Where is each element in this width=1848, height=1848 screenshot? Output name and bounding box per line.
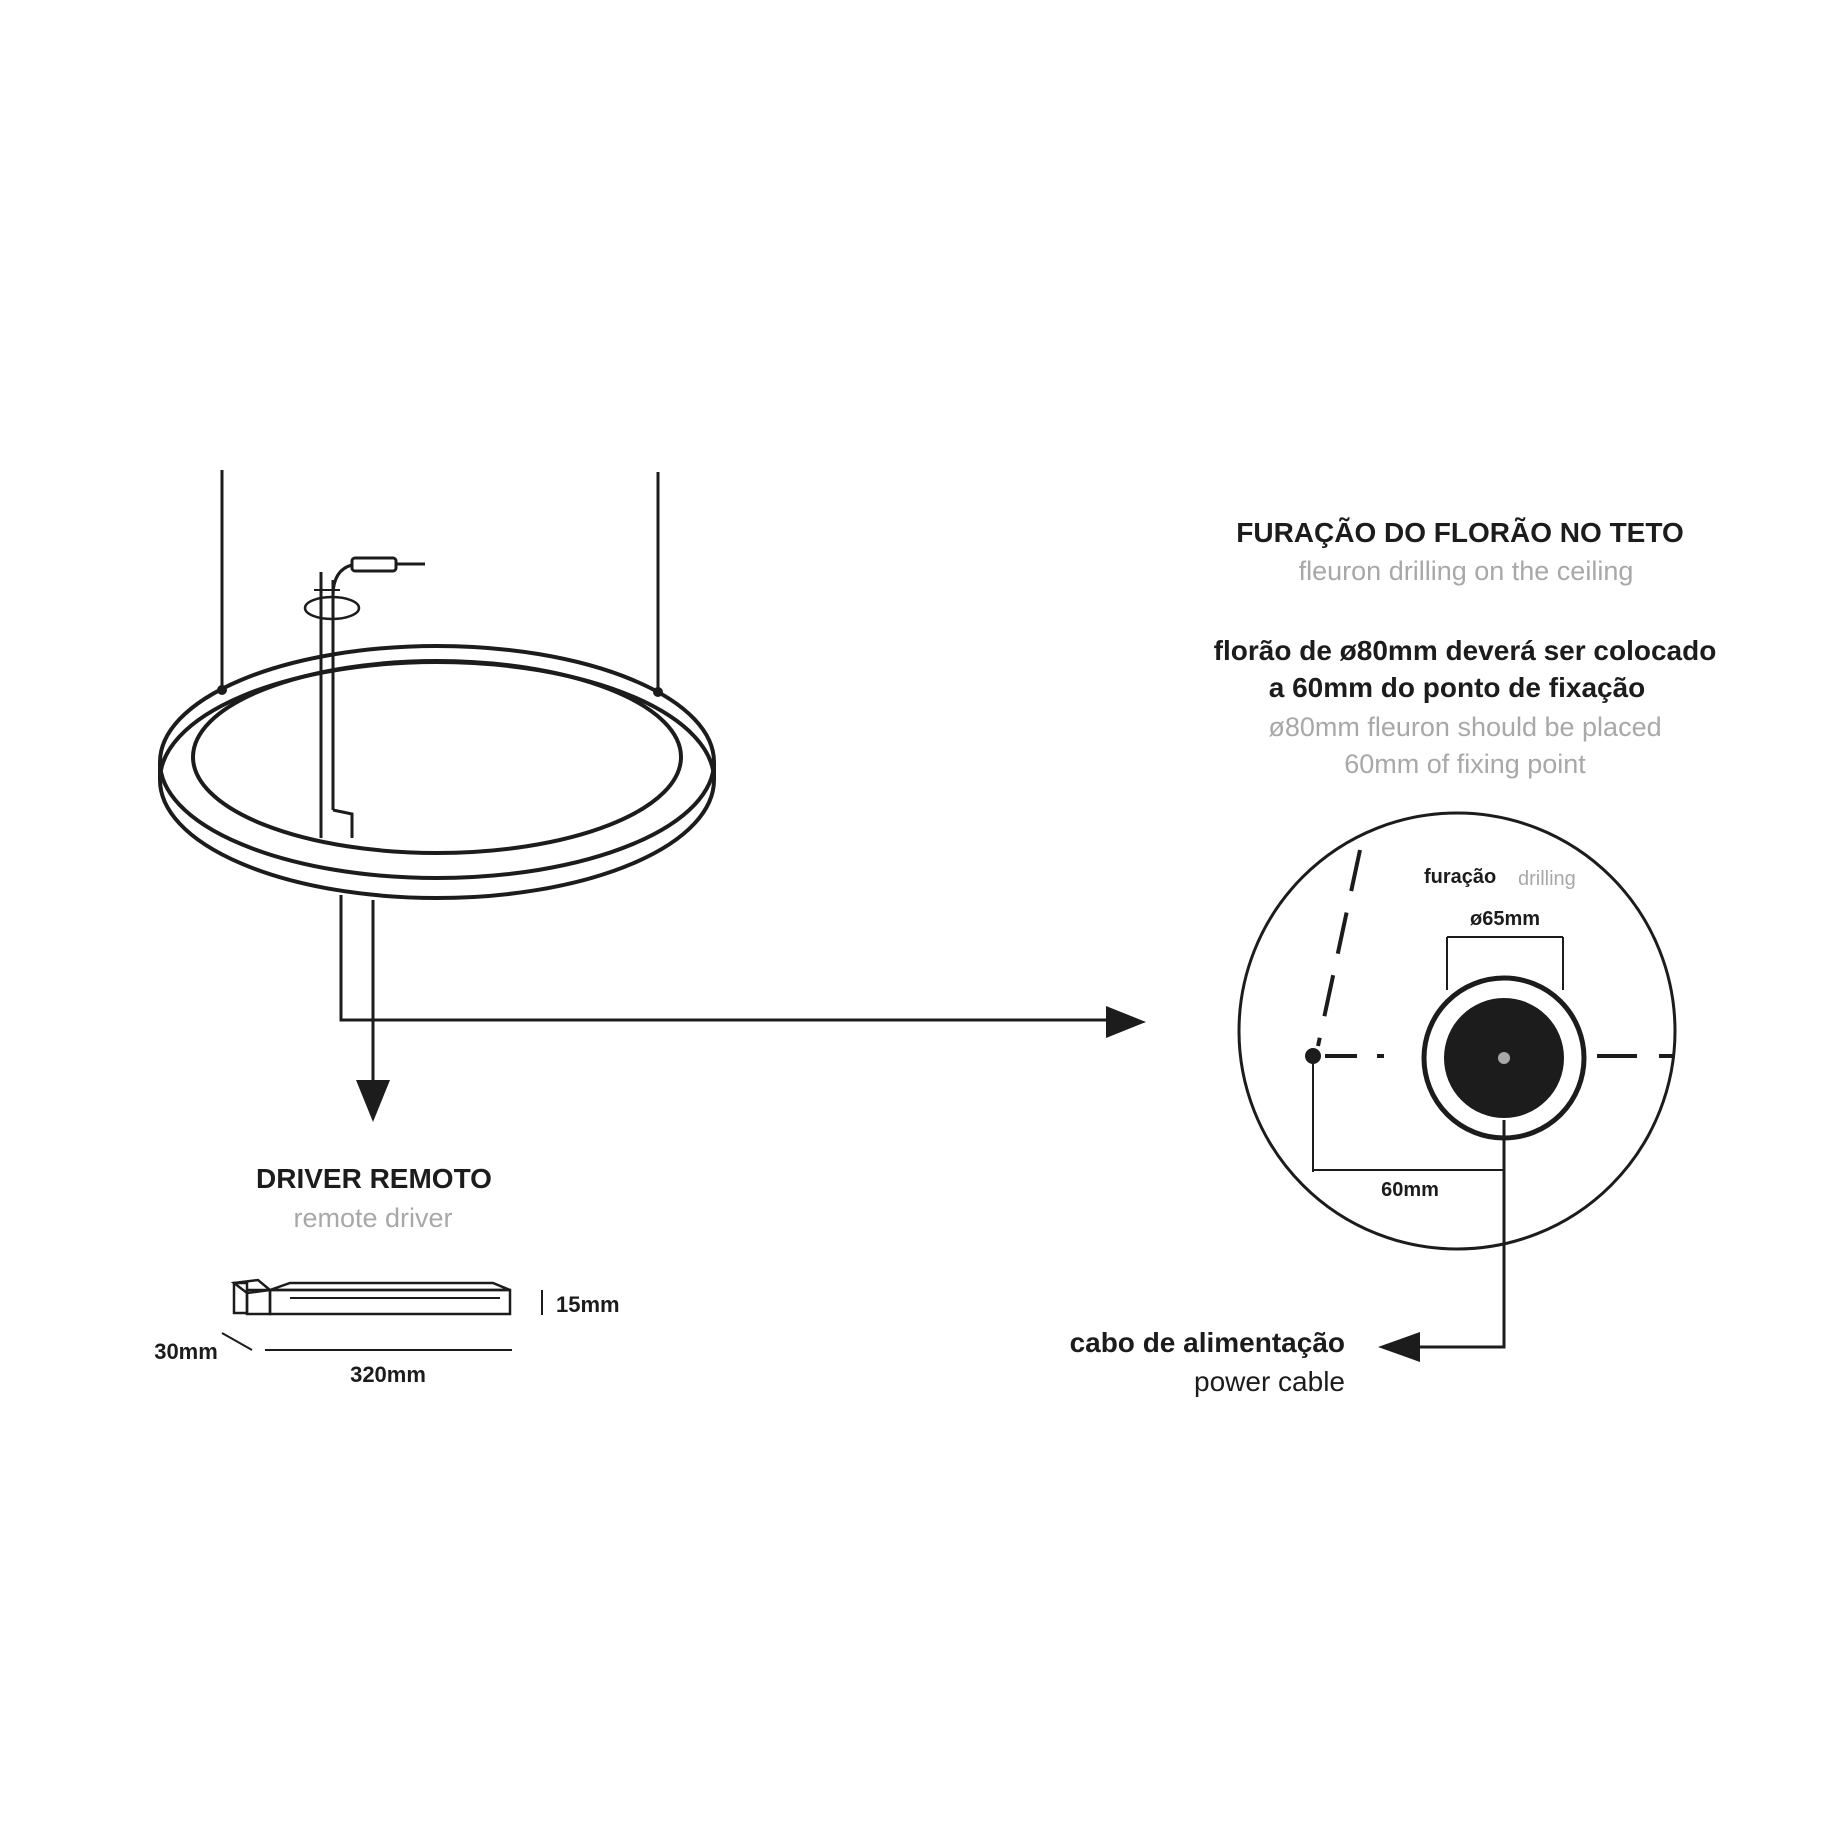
power-cable-labels: cabo de alimentação power cable [1070, 1327, 1345, 1397]
power-cable-label-en: power cable [1194, 1366, 1345, 1397]
fixing-axis-diagonal [1316, 849, 1362, 1047]
driver-title-en: remote driver [293, 1203, 452, 1233]
remote-driver: DRIVER REMOTO remote driver 15mm 30mm 32… [154, 1163, 619, 1387]
detail-outline [1237, 811, 1677, 1251]
power-feed-connector [303, 556, 425, 838]
arrow-right [1106, 1006, 1146, 1038]
offset-label: 60mm [1381, 1179, 1439, 1201]
driver-length-label: 320mm [350, 1362, 426, 1387]
power-cable-leader [1410, 1120, 1506, 1349]
power-cable-arrow [1378, 1332, 1420, 1362]
fixing-point [1305, 1048, 1321, 1064]
driver-width-line [221, 1332, 253, 1351]
drilling-label: furação [1424, 866, 1496, 888]
route-to-detail [339, 895, 1110, 1022]
arrow-down [356, 1080, 390, 1122]
ring-outer-edge [158, 644, 716, 880]
fleuron-note-line1: florão de ø80mm deverá ser colocado [1214, 635, 1717, 666]
driver-title: DRIVER REMOTO [256, 1163, 492, 1194]
fleuron-note-en-line1: ø80mm fleuron should be placed [1268, 712, 1661, 742]
fleuron-note-line2: a 60mm do ponto de fixação [1269, 672, 1646, 703]
driver-box [230, 1278, 512, 1316]
wire-routing [339, 895, 1146, 1122]
fleuron-instructions: FURAÇÃO DO FLORÃO NO TETO fleuron drilli… [1214, 517, 1717, 779]
fleuron-title: FURAÇÃO DO FLORÃO NO TETO [1236, 517, 1683, 548]
fleuron-title-en: fleuron drilling on the ceiling [1299, 556, 1634, 586]
driver-width-label: 30mm [154, 1339, 218, 1364]
drilling-label-en: drilling [1518, 868, 1576, 890]
hole-center-mark [1498, 1052, 1510, 1064]
power-cable-label: cabo de alimentação [1070, 1327, 1345, 1358]
fleuron-note-en-line2: 60mm of fixing point [1344, 749, 1586, 779]
driver-height-label: 15mm [556, 1292, 620, 1317]
ring-luminaire [158, 470, 716, 900]
drilling-detail: furação drilling ø65mm 60mm [1237, 811, 1677, 1362]
hole-diameter-label: ø65mm [1470, 908, 1540, 930]
ring-inner-edge [191, 659, 683, 855]
